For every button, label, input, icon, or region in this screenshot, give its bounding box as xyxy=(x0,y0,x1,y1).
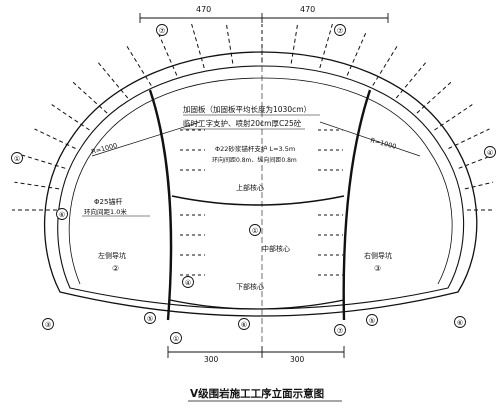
radial-bolt xyxy=(14,181,60,190)
callout-label: ① xyxy=(252,227,258,235)
annotation-anchor: Φ22砂浆锚杆支护 L=3.5m xyxy=(215,144,295,153)
top-dimension xyxy=(139,13,389,23)
radial-bolt xyxy=(434,104,473,131)
callout-circle xyxy=(144,312,156,324)
radial-bolt xyxy=(458,154,494,169)
zone-right-number: ③ xyxy=(374,264,381,273)
callout-circle xyxy=(11,152,23,164)
callout-circle xyxy=(249,224,261,236)
radial-bolt xyxy=(319,23,333,69)
core-bolt-stubs xyxy=(180,129,343,276)
radial-bolt xyxy=(72,81,108,114)
radial-bolt xyxy=(21,154,66,169)
callout-circle xyxy=(454,316,466,328)
callout-label: ⑤ xyxy=(369,317,375,325)
callout-circle xyxy=(238,318,250,330)
radial-bolt xyxy=(51,104,90,131)
figure-caption: V级围岩施工工序立面示意图 xyxy=(190,387,324,400)
callout-circle xyxy=(156,24,168,36)
outer-lining xyxy=(43,51,478,317)
dim-top-right: 470 xyxy=(300,5,315,14)
annotation-reinforcement: 加固板（加固板平均长度为1030cm） xyxy=(183,104,311,114)
radial-bolt xyxy=(191,23,205,69)
radial-bolt xyxy=(416,81,452,114)
zone-right-heading: 右侧导坑 xyxy=(364,251,392,260)
zone-middle: 中部核心 xyxy=(262,244,290,253)
radial-bolt xyxy=(157,32,178,76)
callout-label: ⑦ xyxy=(337,327,343,335)
callout-label: ① xyxy=(14,155,20,163)
callout-circle xyxy=(484,146,496,158)
radius-right-leader xyxy=(319,121,421,157)
zone-left-heading: 左侧导坑 xyxy=(98,251,126,260)
bottom-dimension xyxy=(167,346,345,358)
left-temp-wall xyxy=(148,89,173,321)
callout-circle xyxy=(366,314,378,326)
callout-label: ⑥ xyxy=(457,319,463,327)
radius-left-leader xyxy=(91,121,201,157)
upper-brace xyxy=(171,195,345,206)
callout-label: ① xyxy=(173,335,179,343)
radial-bolt xyxy=(34,128,76,149)
callout-circle xyxy=(334,24,346,36)
callout-label: ④ xyxy=(185,279,191,287)
right-temp-wall xyxy=(342,89,372,321)
callout-label: ③ xyxy=(45,321,51,329)
annotation-bolt: Φ25锚杆 xyxy=(94,197,122,206)
annotation-bolt-spacing: 环向间距1.0米 xyxy=(84,207,127,216)
callout-circle xyxy=(170,332,182,344)
callout-circle xyxy=(334,324,346,336)
callout-label: ⑦ xyxy=(337,27,343,35)
callout-label: ⑤ xyxy=(147,315,153,323)
annotation-shotcrete: 临时工字支护、喷射20cm厚C25砼 xyxy=(183,118,302,128)
callout-label: ⑥ xyxy=(241,321,247,329)
radial-bolts xyxy=(12,23,494,211)
callout-circle xyxy=(182,276,194,288)
dim-bottom-left: 300 xyxy=(204,355,219,364)
radial-bolt xyxy=(372,45,398,86)
radial-bolt xyxy=(290,23,299,64)
callout-label: ⑦ xyxy=(159,27,165,35)
lower-brace xyxy=(169,299,345,310)
zone-left-number: ② xyxy=(112,264,119,273)
radial-bolt xyxy=(126,45,152,86)
zone-upper-core: 上部核心 xyxy=(236,183,264,192)
radial-bolt xyxy=(346,32,367,76)
radial-bolt xyxy=(225,23,234,64)
callout-label: ④ xyxy=(487,149,493,157)
callout-circle xyxy=(42,318,54,330)
annotation-anchor-spacing: 环向间距0.8m、纵向间距0.8m xyxy=(212,156,297,164)
dim-bottom-right: 300 xyxy=(290,355,305,364)
dim-top-left: 470 xyxy=(196,5,211,14)
zone-lower-core: 下部核心 xyxy=(236,282,264,291)
radial-bolt xyxy=(448,128,490,149)
callout-circle xyxy=(56,208,68,220)
inner-lining xyxy=(57,65,465,310)
callout-label: ⑥ xyxy=(59,211,65,219)
radial-bolt xyxy=(464,181,494,190)
radius-left-label: R=1000 xyxy=(90,141,118,156)
radius-right-label: R=1000 xyxy=(369,136,397,151)
radial-bolt xyxy=(395,62,427,99)
radial-bolt xyxy=(97,62,129,99)
callout-markers: ⑦ ⑦ ① ⑥ ③ ④ ⑤ ① ⑥ ⑦ ⑤ ⑥ ① ④ xyxy=(11,24,496,344)
